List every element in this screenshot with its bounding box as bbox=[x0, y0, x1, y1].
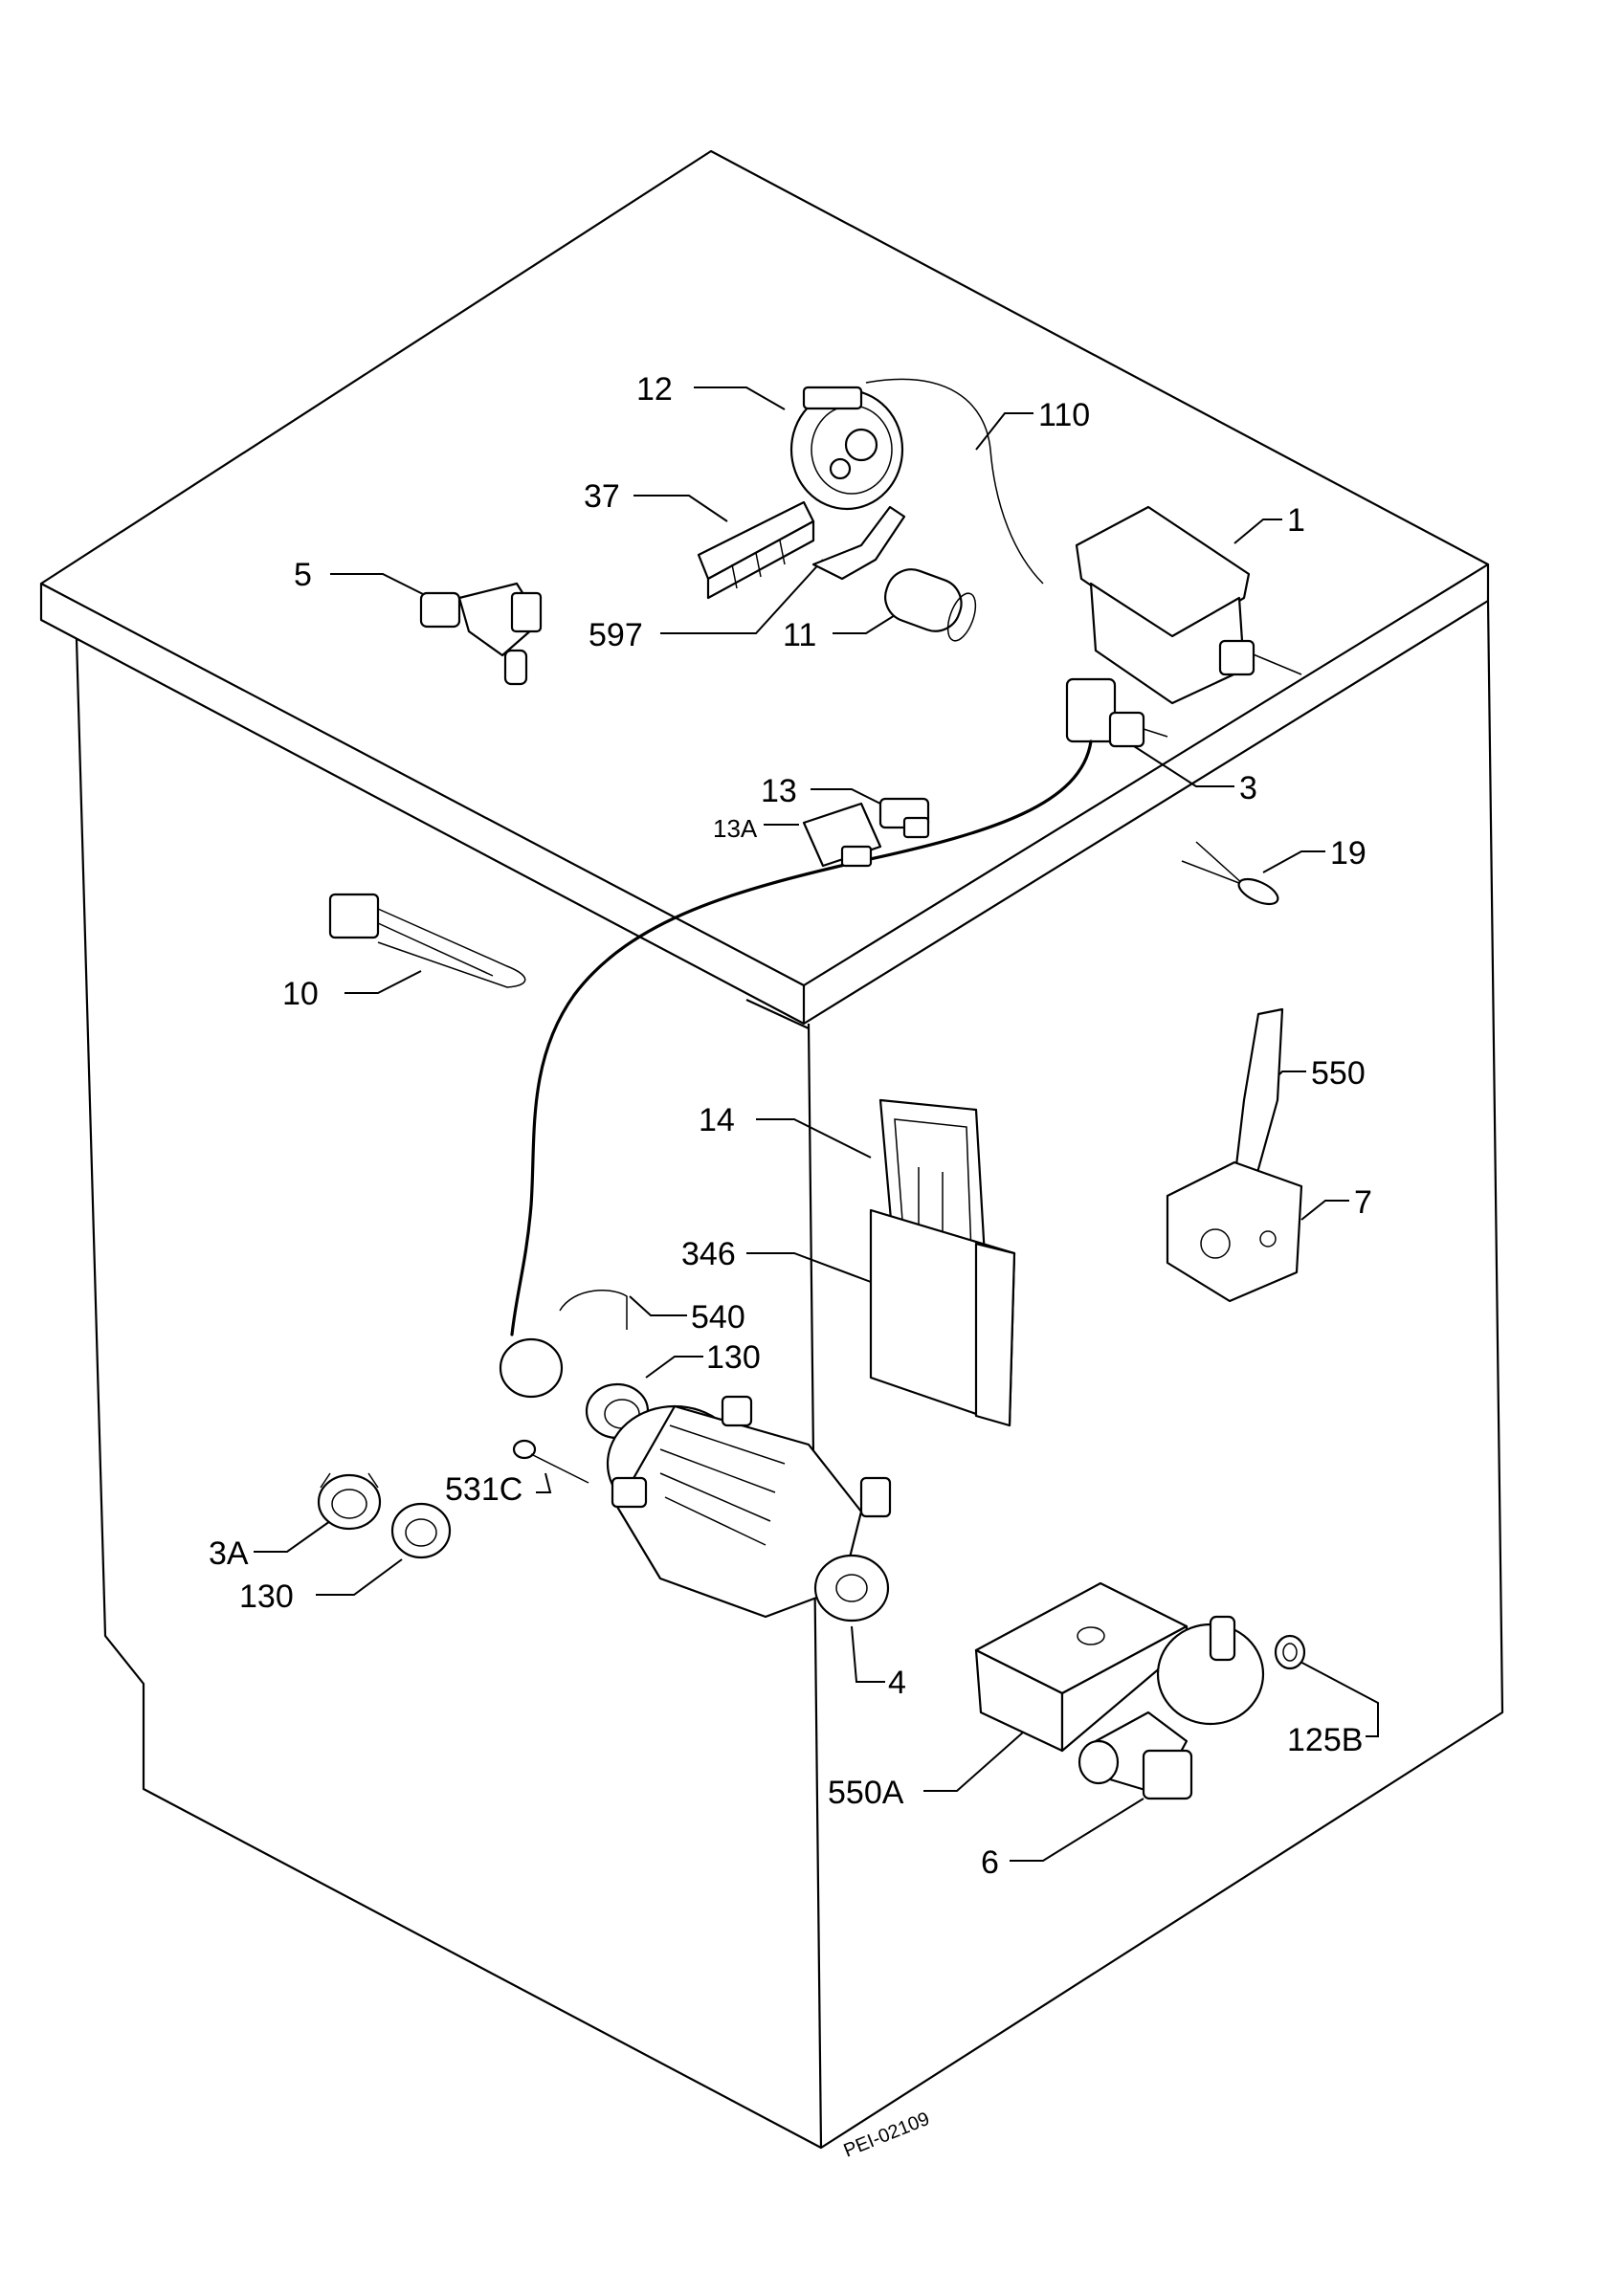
label-3a: 3A bbox=[209, 1535, 249, 1572]
label-13: 13 bbox=[761, 773, 797, 809]
label-19: 19 bbox=[1330, 835, 1366, 872]
label-130-bottom: 130 bbox=[239, 1578, 294, 1615]
wire-end-grommet bbox=[499, 1337, 564, 1399]
label-1: 1 bbox=[1287, 502, 1305, 539]
part-597-bracket bbox=[811, 505, 906, 581]
label-597: 597 bbox=[589, 617, 643, 653]
part-7-door-lock bbox=[1166, 1160, 1303, 1303]
label-550a: 550A bbox=[828, 1775, 904, 1811]
part-346-dispenser-housing bbox=[869, 1208, 1016, 1427]
part-6-drain-pump bbox=[1078, 1615, 1265, 1800]
label-5: 5 bbox=[294, 557, 312, 593]
part-5-solenoid-valve bbox=[419, 582, 543, 686]
label-540: 540 bbox=[691, 1299, 745, 1336]
label-37: 37 bbox=[584, 478, 620, 515]
part-3-switch bbox=[1065, 677, 1168, 748]
part-540-clip bbox=[559, 1290, 628, 1330]
label-346: 346 bbox=[681, 1236, 736, 1272]
callout-labels: 12 110 1 37 5 597 11 3 13 13A 19 10 14 5… bbox=[209, 371, 1372, 2162]
part-550-lever bbox=[1233, 1007, 1284, 1188]
label-12: 12 bbox=[636, 371, 673, 408]
label-7: 7 bbox=[1354, 1184, 1372, 1221]
part-10-heating-element bbox=[328, 893, 526, 988]
part-110-hose bbox=[865, 378, 1044, 585]
part-3-wire bbox=[510, 740, 1093, 1336]
part-12-pressure-switch bbox=[789, 386, 904, 511]
label-10: 10 bbox=[282, 976, 319, 1012]
label-13a: 13A bbox=[713, 814, 758, 843]
label-110: 110 bbox=[1038, 397, 1090, 433]
part-19-sensor bbox=[1181, 841, 1279, 906]
reference-code: PEI-02109 bbox=[841, 2108, 933, 2162]
label-125b: 125B bbox=[1287, 1722, 1363, 1758]
label-4: 4 bbox=[888, 1665, 906, 1701]
label-14: 14 bbox=[699, 1102, 735, 1138]
label-531c: 531C bbox=[445, 1471, 522, 1508]
label-130-top: 130 bbox=[706, 1339, 761, 1376]
part-4-motor bbox=[606, 1395, 892, 1623]
part-125b-seal-ring bbox=[1274, 1634, 1306, 1670]
cabinet-outline bbox=[39, 149, 1504, 2150]
part-130-grommet-bottom bbox=[390, 1502, 452, 1559]
part-13-connector bbox=[878, 797, 930, 839]
leader-lines bbox=[254, 386, 1379, 1862]
part-37-terminal-block bbox=[697, 500, 815, 600]
part-531c-screw bbox=[512, 1439, 589, 1484]
label-11: 11 bbox=[783, 617, 816, 653]
label-6: 6 bbox=[981, 1844, 999, 1881]
part-11-capacitor bbox=[884, 568, 977, 642]
part-3a-thermostat bbox=[317, 1472, 382, 1531]
label-550: 550 bbox=[1311, 1055, 1366, 1092]
part-13a-connector bbox=[802, 802, 882, 868]
label-3: 3 bbox=[1239, 770, 1257, 806]
part-1-timer bbox=[1075, 505, 1302, 705]
